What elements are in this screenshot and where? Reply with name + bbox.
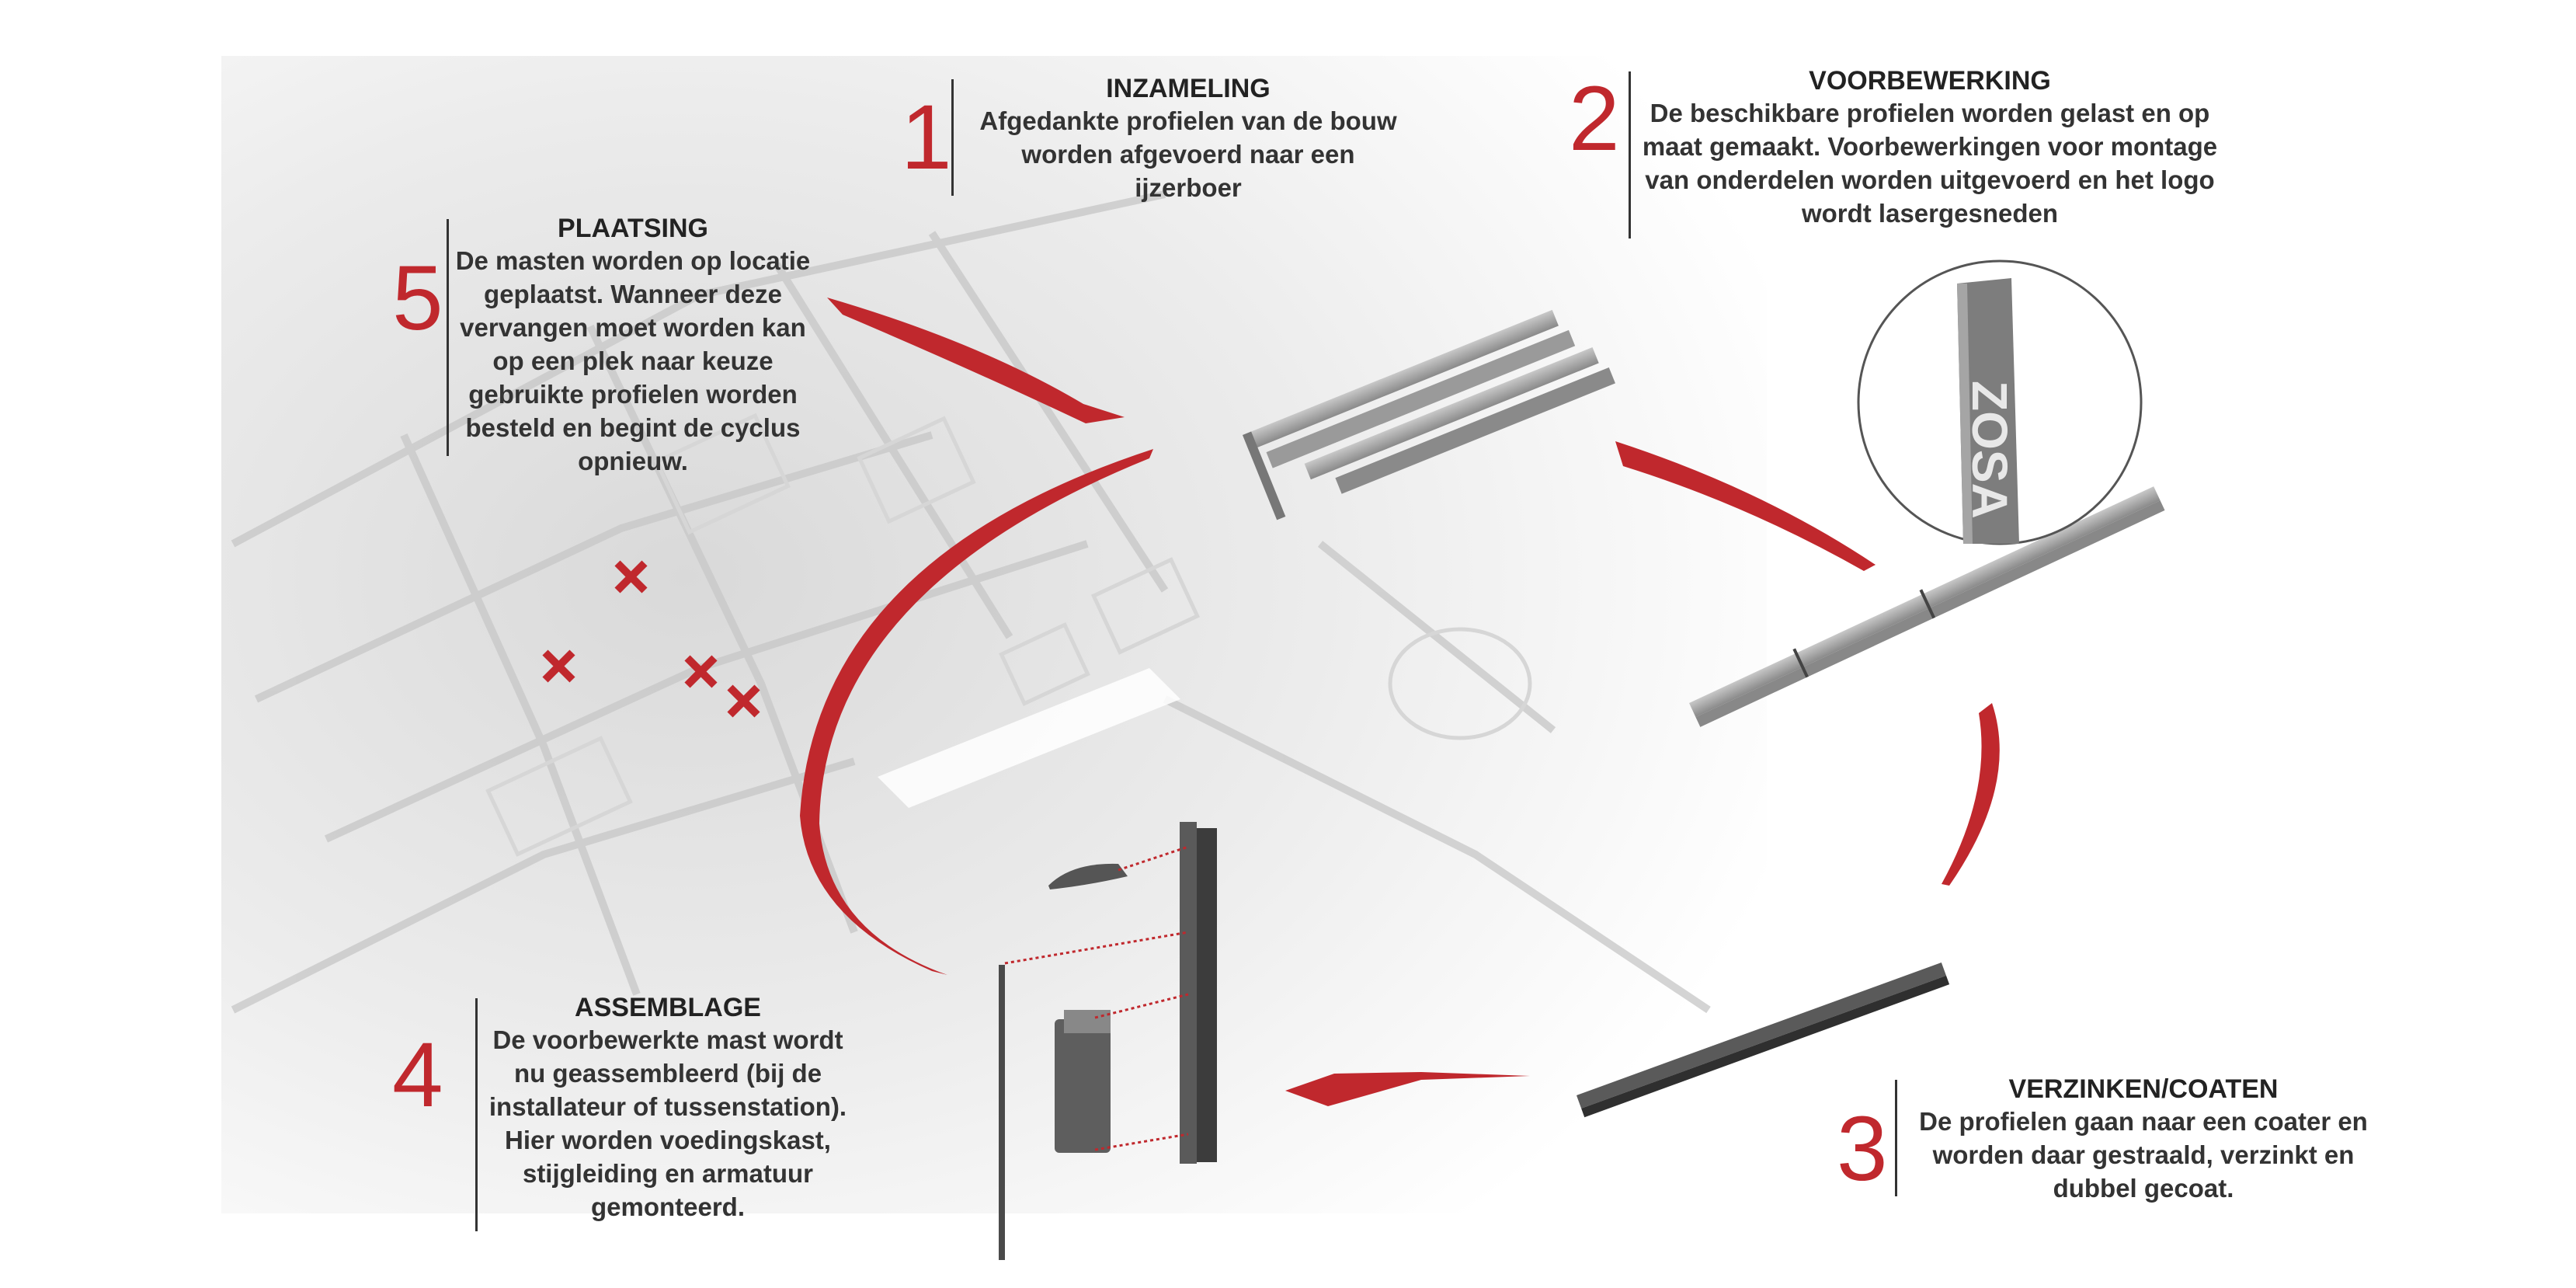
step-title: ASSEMBLAGE [575,993,761,1022]
step-number: 1 [901,86,952,189]
step-text: ASSEMBLAGE De voorbewerkte mast wordt nu… [481,993,854,1224]
zosa-logo: ZOSA [1962,381,2018,519]
coated-steel-profile [1577,962,1950,1118]
location-marker-icon [542,560,760,718]
step-title: PLAATSING [558,214,708,243]
collected-steel-profiles [1243,309,1615,520]
divider [1895,1080,1897,1196]
step-assemblage: 4 ASSEMBLAGE De voorbewerkte mast wordt … [388,987,870,1243]
step-text: PLAATSING De masten worden op locatie ge… [454,214,812,478]
divider [1629,71,1631,238]
divider [447,219,449,456]
divider [475,998,478,1231]
step-text: VOORBEWERKING De beschikbare profielen w… [1639,66,2221,230]
step-text: INZAMELING Afgedankte profielen van de b… [971,74,1406,204]
welded-steel-profile [1689,486,2165,727]
step-number: 4 [392,1024,443,1126]
divider [951,79,954,196]
mast-assembly-illustration [999,822,1217,1260]
step-title: VOORBEWERKING [1809,66,2051,96]
step-title: VERZINKEN/COATEN [2008,1074,2279,1104]
arrow-5-to-1 [827,298,1125,423]
city-map-background [221,56,1767,1213]
arrow-1-to-2 [1615,441,1876,571]
step-title: INZAMELING [1106,74,1271,103]
step-number: 2 [1569,68,1620,170]
step-description: De beschikbare profielen worden gelast e… [1642,99,2218,228]
arrow-3-to-4 [1285,1072,1530,1106]
step-inzameling: 1 INZAMELING Afgedankte profielen van de… [901,70,1468,202]
step-description: De masten worden op locatie geplaatst. W… [455,246,811,475]
step-description: Afgedankte profielen van de bouw worden … [979,106,1397,202]
step-number: 5 [392,247,443,350]
step-description: De voorbewerkte mast wordt nu geassemble… [488,1025,847,1221]
cycle-arrow-icon [800,298,2000,1106]
laser-cut-logo-detail: ZOSA [1857,259,2143,545]
step-voorbewerking: 2 VOORBEWERKING De beschikbare profielen… [1561,62,2260,241]
arrow-2-to-3 [1942,703,2000,886]
step-number: 3 [1837,1098,1888,1200]
step-description: De profielen gaan naar een coater en wor… [1919,1107,2368,1203]
step-text: VERZINKEN/COATEN De profielen gaan naar … [1903,1074,2384,1205]
step-plaatsing: 5 PLAATSING De masten worden op locatie … [388,210,823,520]
step-verzinken-coaten: 3 VERZINKEN/COATEN De profielen gaan naa… [1833,1068,2392,1208]
